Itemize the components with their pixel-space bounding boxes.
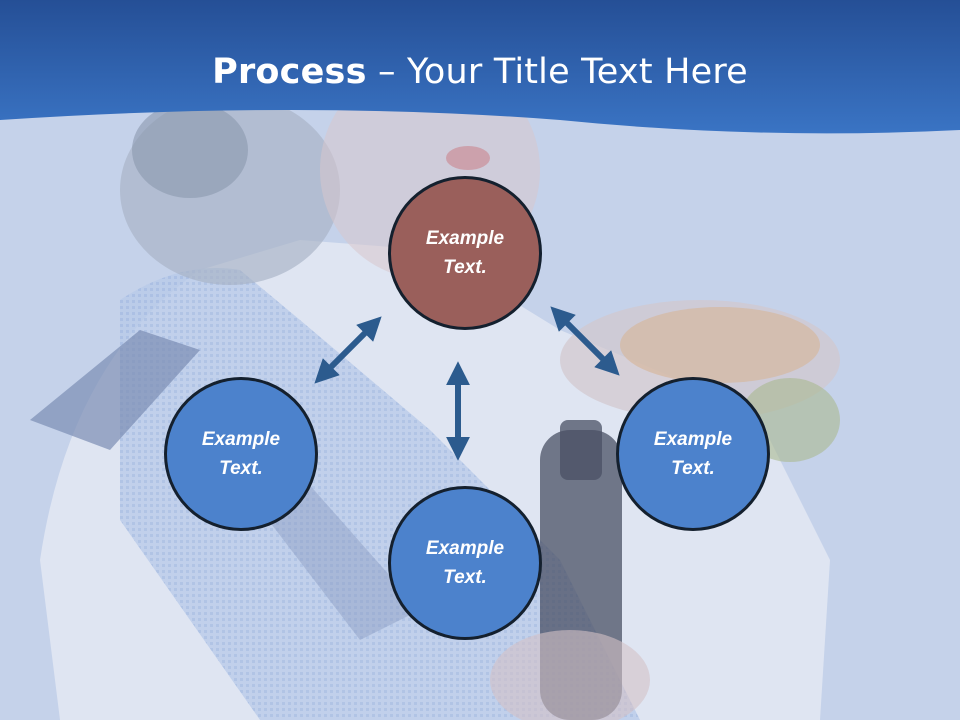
node-left-line1: Example (201, 429, 281, 450)
node-top: Example Text. (388, 176, 542, 330)
node-left: Example Text. (164, 377, 318, 531)
node-bottom-line1: Example (425, 538, 505, 559)
node-top-line1: Example (425, 228, 505, 249)
title-rest-text: – Your Title Text Here (366, 52, 748, 92)
node-top-line2: Text. (443, 257, 487, 278)
slide-title: Process – Your Title Text Here (0, 52, 960, 92)
node-left-line2: Text. (219, 458, 263, 479)
node-right-line2: Text. (671, 458, 715, 479)
title-bold-word: Process (212, 52, 367, 92)
arrow-top-right (550, 306, 620, 376)
node-right: Example Text. (616, 377, 770, 531)
node-bottom: Example Text. (388, 486, 542, 640)
node-bottom-line2: Text. (443, 567, 487, 588)
arrow-top-left (314, 316, 382, 384)
node-right-line1: Example (653, 429, 733, 450)
